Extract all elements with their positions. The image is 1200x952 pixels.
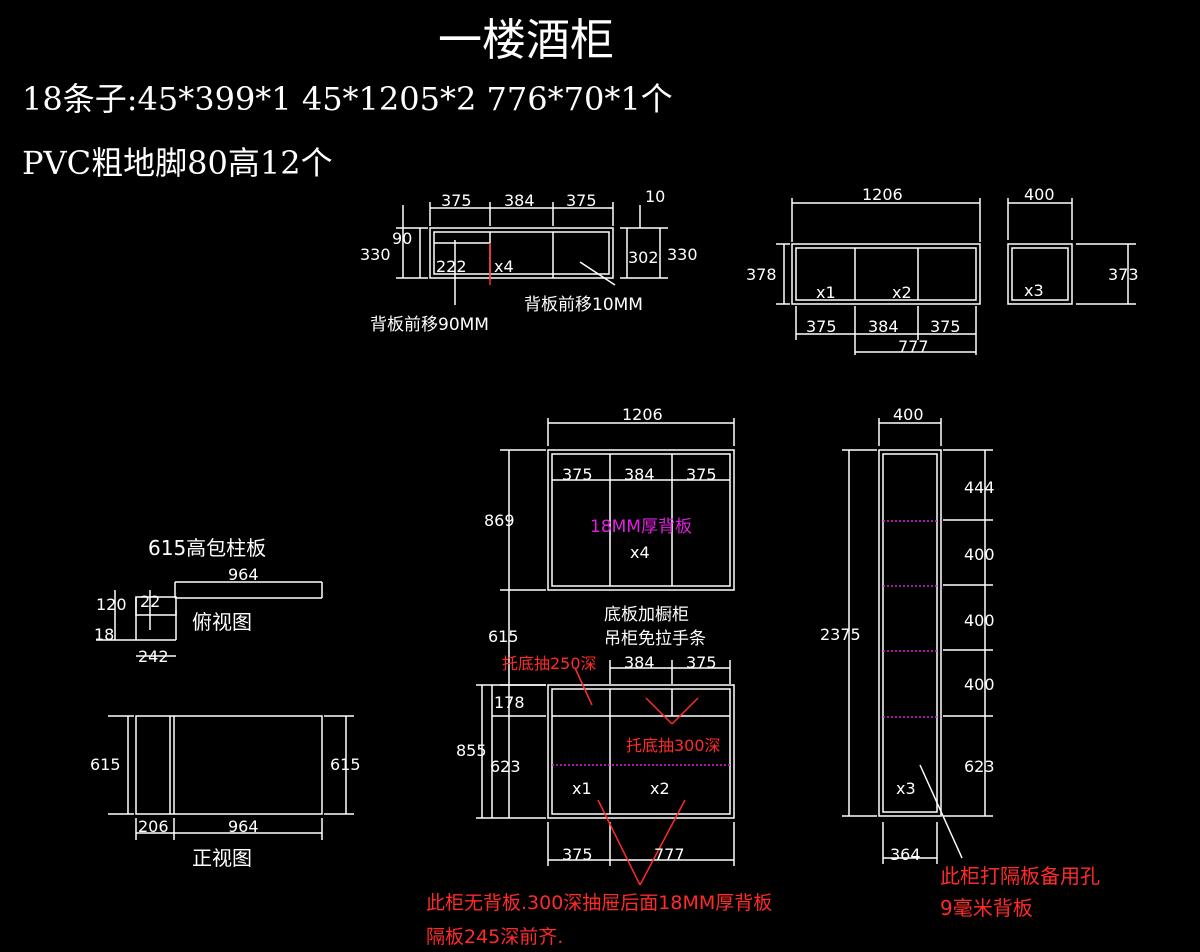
main-upper-count: x4: [630, 543, 650, 562]
main-lower-label-x2: x2: [650, 779, 670, 798]
dim-main-upper-c1: 375: [562, 465, 593, 484]
dim-tall-s4: 400: [964, 675, 995, 694]
dim-top-box-b2: 384: [868, 317, 899, 336]
dim-panel-front-left: 615: [90, 755, 121, 774]
note-side-left: 背板前移90MM: [370, 315, 489, 335]
dim-main-lower-total: 855: [456, 741, 487, 760]
dim-main-width: 1206: [622, 405, 663, 424]
dim-panel-front-small: 206: [138, 817, 169, 836]
side-section-drawing: [396, 202, 668, 305]
dim-top-box-b1: 375: [806, 317, 837, 336]
dim-main-lower-height: 623: [490, 757, 521, 776]
main-elevation-red-leaders: [574, 667, 699, 886]
column-panel-title: 615高包柱板: [148, 536, 267, 560]
dim-main-lower-w1: 375: [562, 845, 593, 864]
spec-line-2: PVC粗地脚80高12个: [22, 144, 333, 182]
right-red-note-2: 9毫米背板: [940, 896, 1033, 920]
dim-tall-width: 400: [893, 405, 924, 424]
dim-tall-s2: 400: [964, 545, 995, 564]
dim-side-h-right: 330: [667, 245, 698, 264]
dim-top-box-b3: 375: [930, 317, 961, 336]
top-view-label: 俯视图: [192, 610, 252, 634]
dim-tall-s5: 623: [964, 757, 995, 776]
dim-top-box-total: 777: [898, 337, 929, 356]
dim-main-gap: 615: [488, 627, 519, 646]
dim-side-top: 90: [392, 229, 412, 248]
tall-cabinet-drawing: [842, 418, 993, 864]
dim-panel-c: 18: [94, 625, 114, 644]
dim-tall-s3: 400: [964, 611, 995, 630]
page-title: 一楼酒柜: [438, 15, 614, 66]
top-box-label-x1: x1: [816, 283, 836, 302]
dim-small-box-width: 400: [1024, 185, 1055, 204]
dim-main-drawer: 178: [494, 693, 525, 712]
main-lower-label-x1: x1: [572, 779, 592, 798]
dim-panel-d: 242: [138, 647, 169, 666]
right-red-note-1: 此柜打隔板备用孔: [940, 864, 1100, 888]
column-panel-top-view: [96, 581, 323, 657]
main-elevation-drawing: [476, 418, 735, 866]
dim-panel-b: 22: [140, 592, 160, 611]
tall-cabinet-shelf-lines: [883, 520, 937, 718]
dim-side-gap: 10: [645, 187, 665, 206]
drawer-note-right: 托底抽300深: [626, 736, 721, 755]
tall-label: x3: [896, 779, 916, 798]
dim-tall-s1: 444: [964, 478, 995, 497]
dim-side-w1: 375: [441, 191, 472, 210]
dim-tall-bottom: 364: [890, 845, 921, 864]
dim-main-lower-w2: 777: [654, 845, 685, 864]
small-box-drawing: [1007, 198, 1136, 305]
side-count: x4: [494, 257, 514, 276]
dim-main-upper-height: 869: [484, 511, 515, 530]
small-box-label: x3: [1024, 281, 1044, 300]
dim-panel-front-right: 615: [330, 755, 361, 774]
bottom-red-note-1: 此柜无背板.300深抽屉后面18MM厚背板: [426, 892, 773, 914]
dim-tall-total: 2375: [820, 625, 861, 644]
dim-small-box-height: 373: [1108, 265, 1139, 284]
dim-panel-front-width: 964: [228, 817, 259, 836]
dim-top-box-height: 378: [746, 265, 777, 284]
dim-side-inner: 222: [436, 257, 467, 276]
drawer-note-left: 托底抽250深: [502, 654, 597, 673]
dim-main-lower-top-c1: 384: [624, 653, 655, 672]
dim-main-upper-c2: 384: [624, 465, 655, 484]
top-box-drawing: [776, 198, 981, 355]
dim-side-right-inner: 302: [628, 248, 659, 267]
dim-side-w3: 375: [566, 191, 597, 210]
dim-panel-a: 120: [96, 595, 127, 614]
dim-side-h-left: 330: [360, 245, 391, 264]
note-mid-1: 底板加橱柜: [604, 605, 689, 625]
spec-line-1: 18条子:45*399*1 45*1205*2 776*70*1个: [22, 80, 673, 118]
upper-back-panel-note: 18MM厚背板: [590, 517, 692, 537]
dim-side-w2: 384: [504, 191, 535, 210]
dim-panel-top-width: 964: [228, 565, 259, 584]
column-panel-front-view: [108, 715, 354, 840]
note-mid-2: 吊柜免拉手条: [604, 629, 706, 649]
bottom-red-note-2: 隔板245深前齐.: [426, 926, 564, 948]
front-view-label: 正视图: [192, 846, 252, 870]
dim-top-box-width: 1206: [862, 185, 903, 204]
top-box-label-x2: x2: [892, 283, 912, 302]
note-side-right: 背板前移10MM: [524, 295, 643, 315]
dim-main-upper-c3: 375: [686, 465, 717, 484]
dim-main-lower-top-c2: 375: [686, 653, 717, 672]
